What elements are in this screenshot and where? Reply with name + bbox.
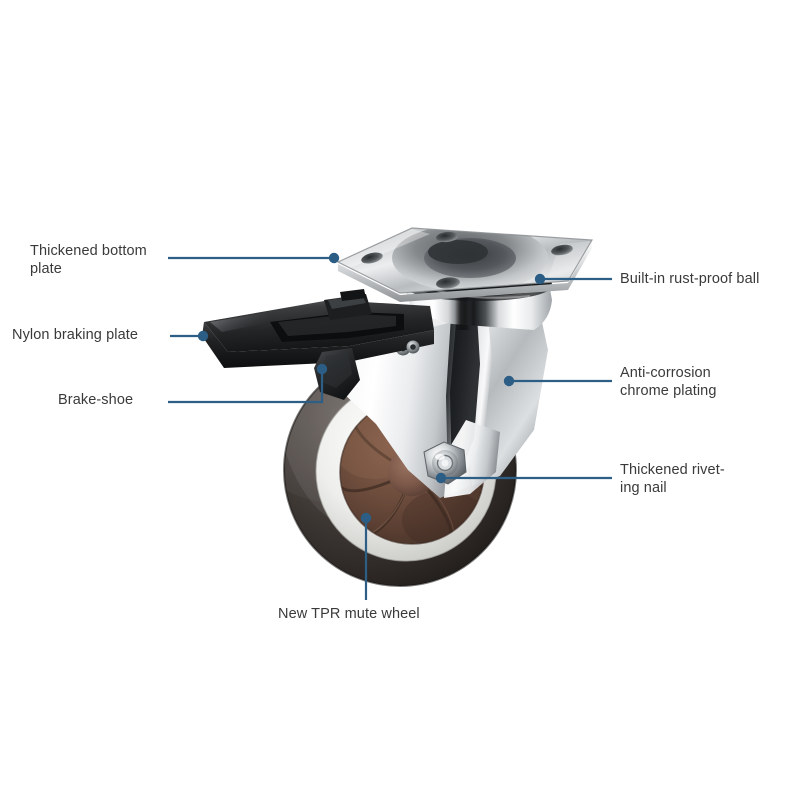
leader-line-brake-shoe bbox=[168, 372, 324, 404]
leader-dot-built-in-rust-proof-ball bbox=[534, 273, 546, 285]
callout-label-new-tpr-mute-wheel: New TPR mute wheel bbox=[278, 606, 420, 622]
brake-latch-tab bbox=[340, 289, 366, 301]
bolt-hole-front-left bbox=[361, 252, 383, 264]
callout-label-thickened-riveting-nail: Thickened rivet- ing nail bbox=[620, 462, 725, 496]
top-mounting-plate bbox=[336, 227, 594, 302]
callout-label-brake-shoe: Brake-shoe bbox=[58, 392, 134, 408]
leader-dot-thickened-bottom-plate bbox=[328, 252, 340, 264]
axle-nut-assembly bbox=[423, 441, 467, 485]
leader-dot-new-tpr-mute-wheel bbox=[360, 512, 372, 524]
leader-dot-thickened-riveting-nail bbox=[435, 472, 447, 484]
bolt-hole-back-right bbox=[551, 244, 573, 256]
leader-dot-brake-shoe bbox=[316, 363, 328, 375]
callout-label-thickened-bottom-plate: Thickened bottom plate bbox=[30, 243, 147, 277]
callout-label-anti-corrosion-chrome-plating: Anti-corrosion chrome plating bbox=[620, 365, 717, 399]
bolt-hole-back-left bbox=[436, 231, 458, 243]
bolt-hole-front-right bbox=[436, 277, 460, 289]
brake-assembly bbox=[202, 289, 434, 400]
callout-leaders bbox=[168, 252, 612, 600]
leader-dot-nylon-braking-plate bbox=[197, 330, 209, 342]
callout-label-nylon-braking-plate: Nylon braking plate bbox=[12, 327, 139, 343]
brake-pedal-front bbox=[202, 322, 434, 368]
callout-label-built-in-rust-proof-ball: Built-in rust-proof ball bbox=[620, 271, 760, 287]
leader-dot-anti-corrosion-chrome-plating bbox=[503, 375, 515, 387]
plate-edge bbox=[338, 242, 592, 302]
